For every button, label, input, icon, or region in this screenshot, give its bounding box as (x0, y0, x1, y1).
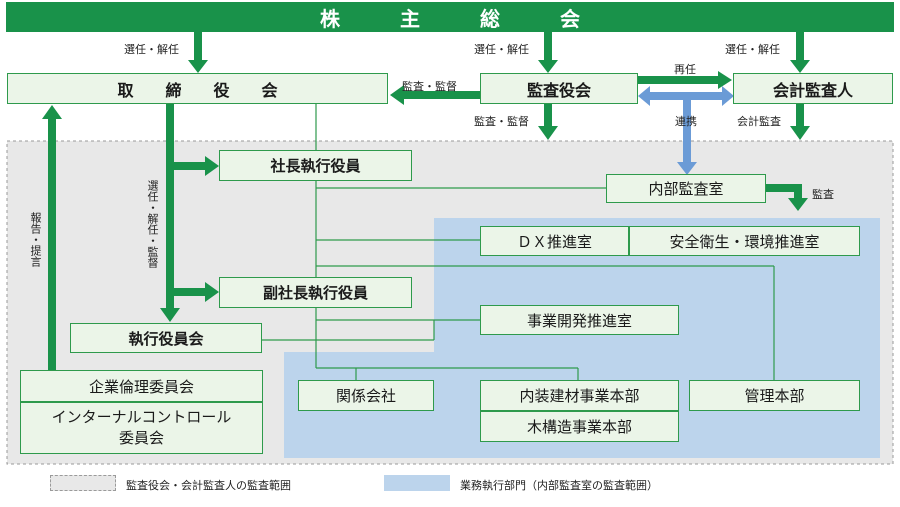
business-development-office-box: 事業開発推進室 (480, 305, 679, 335)
internal-control-committee-line2: 委員会 (118, 429, 164, 447)
dx-promotion-office-box: ＤＸ推進室 (480, 226, 629, 256)
legend-grey-swatch (50, 475, 116, 491)
internal-control-committee-line1: インターナルコントロール (51, 408, 232, 426)
accounting-auditor-box: 会計監査人 (733, 73, 893, 104)
safety-environment-office-box: 安全衛生・環境推進室 (629, 226, 860, 256)
label-reappoint: 再任 (674, 63, 696, 76)
label-elect-audit-board: 選任・解任 (474, 43, 529, 56)
label-elect-supervise-vertical: 選任・解任・監督 (146, 180, 159, 268)
label-audit-supervise-board: 監査・監督 (402, 80, 457, 93)
label-elect-board: 選任・解任 (124, 43, 179, 56)
internal-control-committee-box: インターナルコントロール 委員会 (20, 402, 263, 454)
affiliates-box: 関係会社 (298, 380, 434, 411)
board-of-directors-box: 取 締 役 会 (7, 73, 388, 104)
audit-board-box: 監査役会 (480, 73, 638, 104)
label-accounting-audit: 会計監査 (737, 115, 781, 128)
label-audit-supervise-down: 監査・監督 (474, 115, 529, 128)
shareholders-meeting-bar: 株 主 総 会 (6, 2, 894, 32)
legend-blue-label: 業務執行部門（内部監査室の監査範囲） (460, 479, 658, 492)
corporate-ethics-committee-box: 企業倫理委員会 (20, 370, 263, 402)
executive-officers-committee-box: 執行役員会 (70, 323, 262, 353)
administration-division-box: 管理本部 (689, 380, 860, 411)
label-elect-accounting: 選任・解任 (725, 43, 780, 56)
wood-structure-division-box: 木構造事業本部 (480, 411, 679, 442)
internal-audit-office-box: 内部監査室 (606, 174, 766, 203)
president-box: 社長執行役員 (219, 150, 412, 181)
interior-materials-division-box: 内装建材事業本部 (480, 380, 679, 411)
label-audit: 監査 (812, 188, 834, 201)
legend-grey-label: 監査役会・会計監査人の監査範囲 (126, 479, 291, 492)
legend-blue-swatch (384, 475, 450, 491)
label-cooperation: 連携 (675, 115, 697, 128)
label-report-recommend-vertical: 報告・提言 (29, 212, 42, 267)
vice-president-box: 副社長執行役員 (219, 277, 412, 308)
